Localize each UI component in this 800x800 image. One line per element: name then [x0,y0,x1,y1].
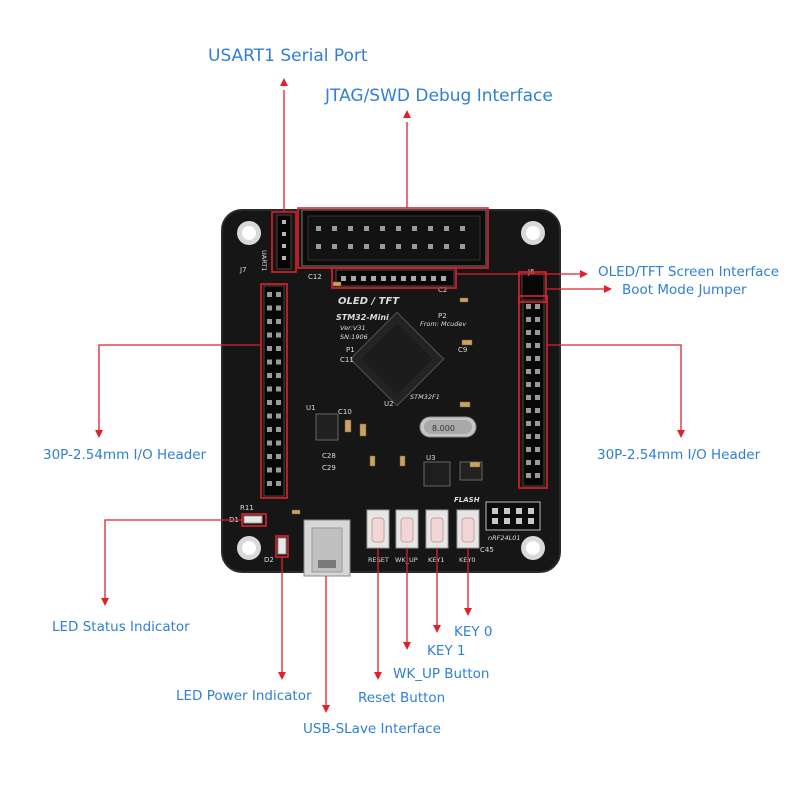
io-left-label: 30P-2.54mm I/O Header [43,447,207,463]
usart1-label: USART1 Serial Port [208,46,368,66]
usb-connector [303,519,351,577]
led-power-label: LED Power Indicator [176,688,312,704]
serial-silk: SN:1906 [340,333,368,341]
c28-silk: C28 [322,452,336,460]
highlight-boxes [241,207,548,558]
io-left-line [98,344,261,430]
key1-silk: KEY1 [428,556,444,564]
u3-silk: U3 [426,454,436,462]
uart-silk: UART1 [260,250,268,271]
c12-silk: C12 [308,273,322,281]
key0-silk: KEY0 [459,556,475,564]
reset-label: Reset Button [358,690,446,706]
power-led [277,537,287,555]
key1-label: KEY 1 [427,643,466,659]
callout-arrowheads [95,78,685,713]
jtag-connector [301,209,487,267]
pcb-board: OLED / TFT STM32-Mini Ver:V31 SN:1906 Fr… [221,209,561,577]
c11-silk: C11 [340,356,354,364]
key0-label: KEY 0 [454,624,493,640]
board-name-silk: STM32-Mini [336,313,389,322]
c2-silk: C2 [438,286,447,294]
usb-label: USB-SLave Interface [303,721,441,737]
r11-silk: R11 [240,504,254,512]
crystal-silk: 8.000 [432,424,455,433]
crystal [419,416,477,438]
push-buttons [366,509,480,549]
u2-silk: U2 [384,400,394,408]
u1-silk: U1 [306,404,316,412]
p1-silk: P1 [346,346,355,354]
mcu-chip [349,311,445,407]
chip-silk: STM32F1 [410,393,440,401]
wkup-silk: WK_UP [395,556,418,564]
oled-tft-silk: OLED / TFT [338,296,400,307]
d2-silk: D2 [264,556,274,564]
from-silk: From: Mcudev [420,320,466,328]
io-right-line [547,344,682,430]
flash-chip [423,461,451,487]
jtag-label: JTAG/SWD Debug Interface [325,86,553,106]
c10-silk: C10 [338,408,352,416]
nrf-silk: nRF24L01 [488,534,521,542]
mounting-holes [237,221,545,560]
c9-silk: C9 [458,346,467,354]
io-right-label: 30P-2.54mm I/O Header [597,447,761,463]
io-left-box [260,283,288,499]
c45-silk: C45 [480,546,494,554]
boot-label: Boot Mode Jumper [622,282,747,298]
led-status-label: LED Status Indicator [52,619,190,635]
boot-box [518,271,547,303]
wkup-label: WK_UP Button [393,666,490,682]
right-io-header [522,297,545,487]
version-silk: Ver:V31 [340,324,366,332]
j7-silk: J7 [239,266,247,274]
oled-label: OLED/TFT Screen Interface [598,264,780,280]
c29-silk: C29 [322,464,336,472]
callout-lines [98,90,682,705]
flash-silk: FLASH [454,496,480,504]
nrf-header [485,501,541,531]
usart-header [276,214,292,270]
status-led [243,515,263,524]
oled-box [331,267,457,289]
regulator [315,413,339,441]
io-right-box [518,295,548,489]
p2-silk: P2 [438,312,447,320]
led-status-line [104,519,242,598]
